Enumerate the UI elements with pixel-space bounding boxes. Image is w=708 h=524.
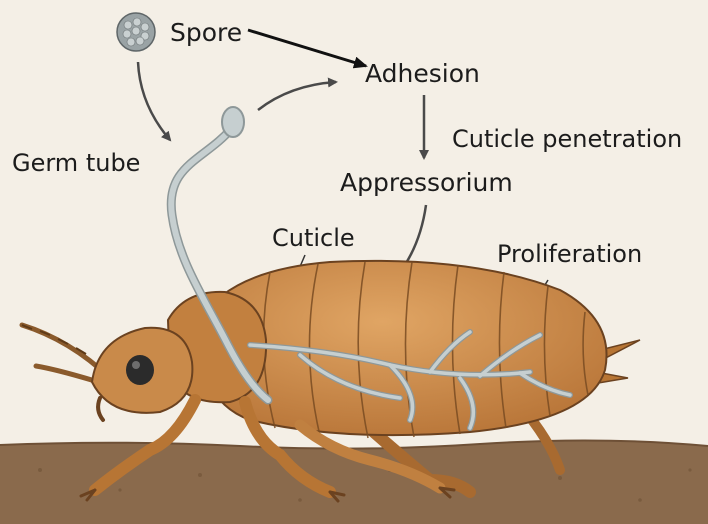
label-appressorium: Appressorium <box>340 170 513 195</box>
arrow-spore-to-adhesion <box>248 30 366 66</box>
label-proliferation: Proliferation <box>497 242 642 266</box>
arrow-spore-to-germ-tube <box>138 62 170 140</box>
label-adhesion: Adhesion <box>365 61 480 86</box>
label-germ-tube: Germ tube <box>12 151 140 175</box>
label-cuticle-penetration: Cuticle penetration <box>452 127 682 151</box>
arrow-germ-tube-to-adhesion <box>258 82 336 110</box>
label-cuticle: Cuticle <box>272 226 355 250</box>
spore-icon <box>117 13 155 51</box>
label-spore: Spore <box>170 20 242 45</box>
